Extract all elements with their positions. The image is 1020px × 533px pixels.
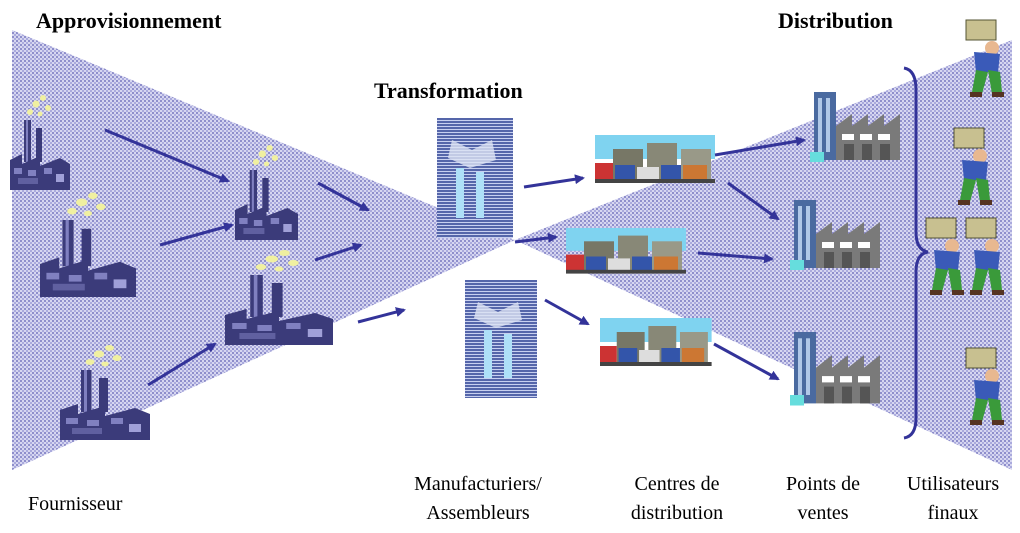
distribution-center-icon [600,318,712,366]
arrow [357,307,406,324]
stage-label-utilisateurs: Utilisateurs finaux [906,473,1000,524]
arrow [104,128,230,183]
arrow [314,242,363,262]
heading-transformation: Transformation [374,78,523,103]
arrow [147,342,217,387]
arrow [714,136,806,157]
arrow [727,181,780,221]
arrow [514,233,558,244]
stage-label-manufacturiers: Manufacturiers/ Assembleurs [414,473,542,524]
bracket-icon [903,66,929,440]
arrow [317,181,370,212]
heading-distribution: Distribution [778,8,893,33]
stage-label-points: Points de ventes [786,473,860,524]
manufacturer-panel-icon [437,118,513,238]
stage-label-fournisseur: Fournisseur [28,493,123,515]
arrow [713,342,780,381]
heading-approvisionnement: Approvisionnement [36,8,222,33]
arrow [697,251,774,264]
flow-arrows [104,128,806,387]
manufacturer-panel-icon [465,280,537,398]
stage-label-centres: Centres de distribution [630,473,724,524]
arrow [159,222,234,247]
distribution-center-icon [566,228,686,274]
supply-funnel [12,30,515,470]
arrow [544,298,590,326]
arrow [523,174,585,189]
distribution-center-icon [595,135,715,183]
